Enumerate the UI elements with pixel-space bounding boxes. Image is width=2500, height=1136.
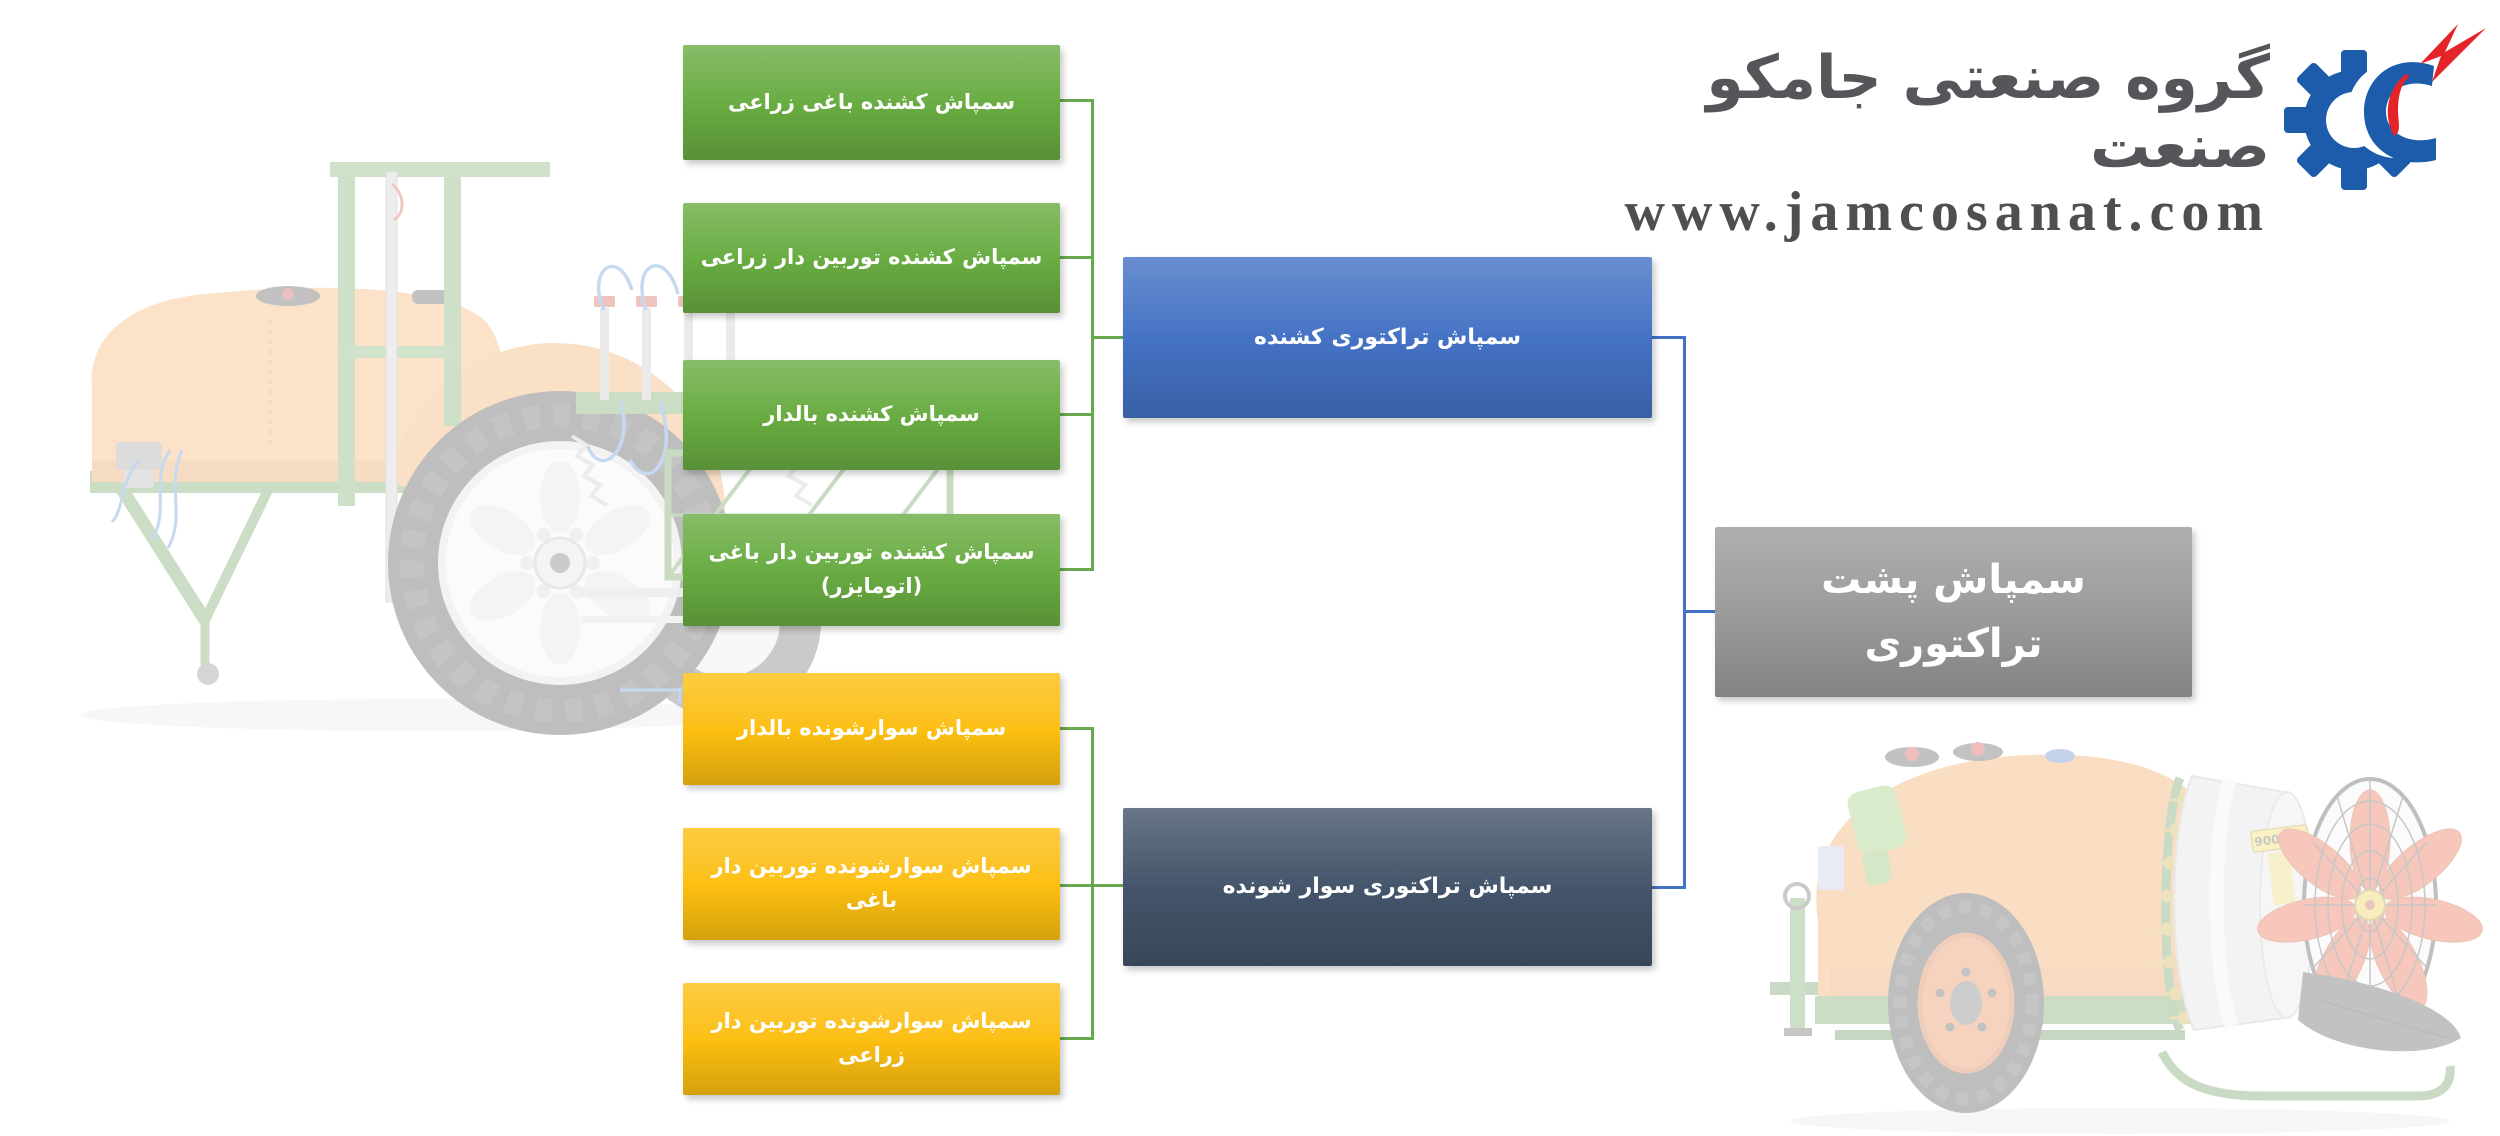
deflector xyxy=(2298,972,2461,1052)
mast-frame xyxy=(330,162,550,603)
nozzle-ring xyxy=(2153,776,2191,1033)
connector-towed-child-1 xyxy=(1060,99,1093,102)
node-label: سمپاش سوارشونده بالدار xyxy=(736,716,1007,741)
fan-label-text: 900X10 xyxy=(2254,829,2306,849)
ground-shadow xyxy=(80,699,760,731)
connector-towed-child-4 xyxy=(1060,568,1093,571)
hitch-jack xyxy=(1770,882,1840,1036)
rear-frame xyxy=(2157,1049,2455,1101)
node-label: سمپاش تراکتوری سوار شونده xyxy=(1222,874,1553,900)
connector-branch2-to-trunk xyxy=(1652,886,1685,889)
node-towed-turbine-field-sprayer: سمپاش کشنده توربین دار زراعی xyxy=(683,203,1060,313)
node-mounted-turbine-field-sprayer: سمپاش سوارشونده توربین دار زراعی xyxy=(683,983,1060,1095)
chassis-frame xyxy=(90,471,640,665)
node-label: سمپاش سوارشونده توربین دار باغی xyxy=(711,854,1032,912)
connector-towed-child-3 xyxy=(1060,413,1093,416)
node-label: سمپاش کشنده توربین دار زراعی xyxy=(700,245,1043,270)
hoses xyxy=(110,449,184,549)
chassis xyxy=(1815,996,2245,1040)
turbine-sprayer-photo: 900X10 xyxy=(1770,742,2483,1134)
node-label: سمپاش کشنده توربین دار باغی (اتومایزر) xyxy=(708,540,1035,598)
logo-letter-accent xyxy=(2387,74,2410,136)
node-towed-orchard-field-sprayer: سمپاش کشنده باغی زراعی xyxy=(683,45,1060,160)
tank-hatch xyxy=(1847,785,1907,855)
jockey-wheel xyxy=(197,663,219,685)
brand-name: گروه صنعتی جامکو صنعت xyxy=(1706,43,2270,182)
connector-branch1-to-trunk xyxy=(1652,336,1685,339)
node-towed-boom-sprayer: سمپاش کشنده بالدار xyxy=(683,360,1060,470)
pump-unit xyxy=(116,442,162,488)
lightning-bolt-icon xyxy=(2420,24,2486,82)
tank xyxy=(1816,742,2230,996)
connector-mounted-child-3 xyxy=(1060,1037,1093,1040)
node-mounted-boom-sprayer: سمپاش سوارشونده بالدار xyxy=(683,673,1060,785)
node-label: سمپاش تراکتوری کشنده xyxy=(1253,324,1522,350)
connector-towed-to-branch xyxy=(1092,336,1123,339)
brand-block: گروه صنعتی جامکو صنعت www.jamcosanat.com xyxy=(1540,43,2270,243)
connector-towed-trunk xyxy=(1091,99,1094,571)
node-mounted-turbine-orchard-sprayer: سمپاش سوارشونده توربین دار باغی xyxy=(683,828,1060,940)
connector-towed-child-2 xyxy=(1060,256,1093,259)
brand-logo-icon xyxy=(2284,24,2486,190)
tank-lid xyxy=(256,286,320,306)
fan-drum xyxy=(2173,774,2315,1032)
node-label: سمپاش سوارشونده توربین دار زراعی xyxy=(711,1009,1032,1067)
fan-size-label: 900X10 xyxy=(2250,824,2310,906)
main-wheel xyxy=(388,391,732,735)
node-tractor-rear-sprayer-root: سمپاش پشت تراکتوری xyxy=(1715,527,2192,697)
connector-mounted-child-1 xyxy=(1060,727,1093,730)
node-label: سمپاش کشنده باغی زراعی xyxy=(727,89,1016,114)
node-label: سمپاش پشت تراکتوری xyxy=(1821,557,2086,667)
connector-root-trunk xyxy=(1683,336,1686,889)
node-mounted-tractor-sprayer: سمپاش تراکتوری سوار شونده xyxy=(1123,808,1652,966)
tank-caps xyxy=(1885,742,2075,767)
ground-shadow xyxy=(1790,1108,2450,1134)
wheel xyxy=(1888,893,2044,1113)
tank-sticker xyxy=(1818,846,1844,890)
node-towed-turbine-orchard-atomizer-sprayer: سمپاش کشنده توربین دار باغی (اتومایزر) xyxy=(683,514,1060,626)
tank xyxy=(91,286,726,530)
connector-trunk-to-root xyxy=(1685,610,1715,613)
fan-grill xyxy=(2257,777,2483,1033)
node-towed-tractor-sprayer: سمپاش تراکتوری کشنده xyxy=(1123,257,1652,418)
brand-url: www.jamcosanat.com xyxy=(1624,181,2270,243)
connector-mounted-trunk xyxy=(1091,727,1094,1040)
node-label: سمپاش کشنده بالدار xyxy=(763,402,980,427)
logo-letter xyxy=(2364,62,2436,163)
